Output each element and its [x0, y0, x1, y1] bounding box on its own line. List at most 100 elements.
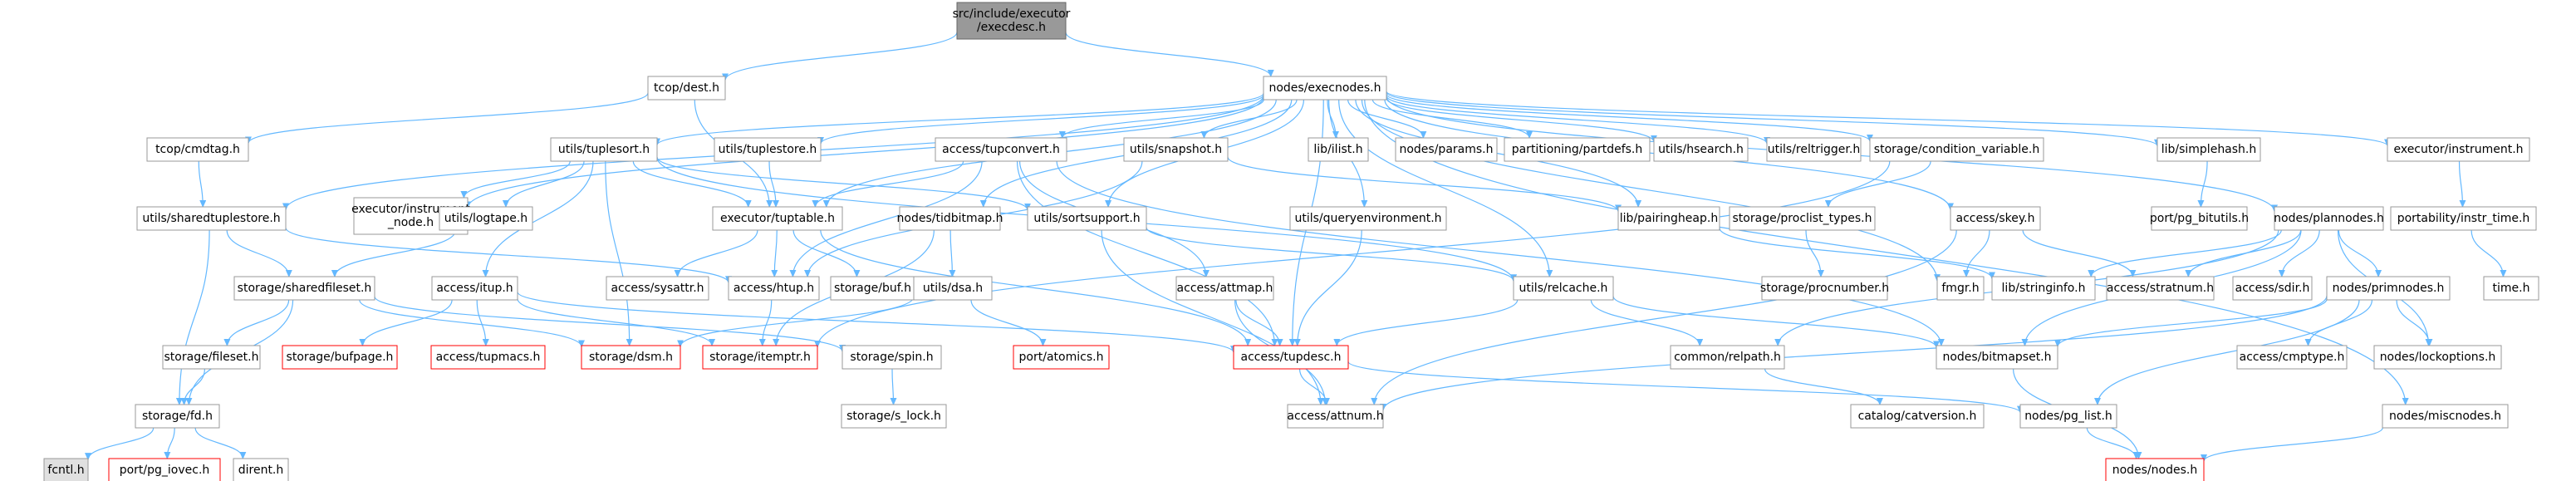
node-fcntl[interactable]: fcntl.h — [43, 458, 89, 481]
node-lib_stringinfo[interactable]: lib/stringinfo.h — [1991, 276, 2096, 301]
node-label-execdesc-1: /execdesc.h — [977, 21, 1046, 34]
node-storage_proclist_types[interactable]: storage/proclist_types.h — [1729, 206, 1876, 231]
edge-utils_relcache-to-nodes_bitmapset — [1612, 296, 1940, 349]
node-tcop_cmdtag[interactable]: tcop/cmdtag.h — [146, 137, 249, 162]
node-storage_spin[interactable]: storage/spin.h — [841, 345, 942, 370]
node-access_tupdesc[interactable]: access/tupdesc.h — [1233, 345, 1349, 370]
node-port_pg_iovec[interactable]: port/pg_iovec.h — [108, 458, 221, 481]
node-nodes_params[interactable]: nodes/params.h — [1395, 137, 1498, 162]
edge-access_skey-to-access_stratnum — [2022, 229, 2137, 277]
node-storage_procnumber[interactable]: storage/procnumber.h — [1760, 276, 1889, 301]
node-box-tcop_dest — [647, 76, 726, 101]
node-utils_tuplesort[interactable]: utils/tuplesort.h — [550, 137, 658, 162]
node-utils_logtape[interactable]: utils/logtape.h — [439, 206, 533, 231]
node-box-storage_s_lock — [841, 404, 947, 429]
node-tcop_dest[interactable]: tcop/dest.h — [647, 76, 726, 101]
node-access_tupmacs[interactable]: access/tupmacs.h — [430, 345, 546, 370]
node-box-catalog_catversion — [1850, 404, 1985, 429]
node-label-storage_sharedfileset-0: storage/sharedfileset.h — [238, 282, 372, 295]
node-nodes_nodes[interactable]: nodes/nodes.h — [2105, 458, 2205, 481]
node-access_stratnum[interactable]: access/stratnum.h — [2106, 276, 2215, 301]
node-label-access_itup-0: access/itup.h — [436, 282, 513, 295]
edge-nodes_execnodes-to-fmgr — [1361, 99, 1941, 282]
node-storage_dsm[interactable]: storage/dsm.h — [581, 345, 681, 370]
node-utils_hsearch[interactable]: utils/hsearch.h — [1653, 137, 1749, 162]
node-box-access_cmptype — [2236, 345, 2348, 370]
node-utils_dsa[interactable]: utils/dsa.h — [913, 276, 993, 301]
node-nodes_bitmapset[interactable]: nodes/bitmapset.h — [1936, 345, 2058, 370]
edge-access_skey-to-access_attnum — [1371, 229, 1957, 405]
node-lib_simplehash[interactable]: lib/simplehash.h — [2156, 137, 2261, 162]
node-utils_snapshot[interactable]: utils/snapshot.h — [1123, 137, 1229, 162]
node-executor_tuptable[interactable]: executor/tuptable.h — [712, 206, 843, 231]
node-access_itup[interactable]: access/itup.h — [431, 276, 518, 301]
node-box-fcntl — [43, 458, 89, 481]
node-executor_instrument[interactable]: executor/instrument.h — [2387, 137, 2530, 162]
edge-utils_tuplesort-to-utils_sortsupport — [656, 156, 1031, 211]
node-label-execdesc-0: src/include/executor — [953, 7, 1071, 21]
node-box-access_itup — [431, 276, 518, 301]
node-portability_instr_time[interactable]: portability/instr_time.h — [2390, 206, 2537, 231]
node-lib_pairingheap[interactable]: lib/pairingheap.h — [1617, 206, 1720, 231]
node-storage_sharedfileset[interactable]: storage/sharedfileset.h — [233, 276, 375, 301]
node-nodes_tidbitmap[interactable]: nodes/tidbitmap.h — [897, 206, 1003, 231]
node-storage_condition_variable[interactable]: storage/condition_variable.h — [1869, 137, 2044, 162]
node-utils_sortsupport[interactable]: utils/sortsupport.h — [1027, 206, 1147, 231]
node-storage_buf[interactable]: storage/buf.h — [830, 276, 915, 301]
node-utils_reltrigger[interactable]: utils/reltrigger.h — [1766, 137, 1862, 162]
node-storage_itemptr[interactable]: storage/itemptr.h — [702, 345, 818, 370]
node-storage_fd[interactable]: storage/fd.h — [135, 404, 220, 429]
node-access_sysattr[interactable]: access/sysattr.h — [606, 276, 709, 301]
node-storage_s_lock[interactable]: storage/s_lock.h — [841, 404, 947, 429]
node-storage_fileset[interactable]: storage/fileset.h — [162, 345, 261, 370]
node-partitioning_partdefs[interactable]: partitioning/partdefs.h — [1504, 137, 1651, 162]
node-box-utils_reltrigger — [1766, 137, 1862, 162]
node-nodes_miscnodes[interactable]: nodes/miscnodes.h — [2382, 404, 2509, 429]
node-access_skey[interactable]: access/skey.h — [1950, 206, 2041, 231]
node-box-utils_sortsupport — [1027, 206, 1147, 231]
node-lib_ilist[interactable]: lib/ilist.h — [1308, 137, 1369, 162]
node-common_relpath[interactable]: common/relpath.h — [1670, 345, 1785, 370]
node-box-nodes_plannodes — [2274, 206, 2384, 231]
node-box-storage_bufpage — [282, 345, 398, 370]
node-nodes_plannodes[interactable]: nodes/plannodes.h — [2274, 206, 2384, 231]
node-box-dirent — [233, 458, 289, 481]
node-access_htup[interactable]: access/htup.h — [728, 276, 820, 301]
node-access_attmap[interactable]: access/attmap.h — [1175, 276, 1274, 301]
node-access_cmptype[interactable]: access/cmptype.h — [2236, 345, 2348, 370]
node-label-access_skey-0: access/skey.h — [1955, 212, 2034, 225]
edge-storage_fd-to-port_pg_iovec — [164, 427, 175, 459]
node-utils_tuplestore[interactable]: utils/tuplestore.h — [714, 137, 822, 162]
edge-nodes_primnodes-to-nodes_lockoptions — [2396, 299, 2433, 346]
node-access_sdir[interactable]: access/sdir.h — [2232, 276, 2313, 301]
node-utils_relcache[interactable]: utils/relcache.h — [1513, 276, 1614, 301]
node-nodes_execnodes[interactable]: nodes/execnodes.h — [1263, 76, 1387, 101]
node-nodes_pg_list[interactable]: nodes/pg_list.h — [2019, 404, 2117, 429]
edge-storage_fileset-to-storage_fd — [180, 368, 206, 405]
edge-access_tupdesc-to-access_attnum — [1298, 368, 1330, 405]
node-access_attnum[interactable]: access/attnum.h — [1287, 404, 1384, 429]
node-box-lib_pairingheap — [1617, 206, 1720, 231]
edge-utils_tuplestore-to-executor_tuptable — [768, 160, 779, 208]
node-utils_sharedtuplestore[interactable]: utils/sharedtuplestore.h — [136, 206, 287, 231]
edge-access_tupconvert-to-executor_tuptable — [812, 160, 964, 208]
node-fmgr[interactable]: fmgr.h — [1936, 276, 1985, 301]
node-dirent[interactable]: dirent.h — [233, 458, 289, 481]
node-utils_queryenvironment[interactable]: utils/queryenvironment.h — [1289, 206, 1447, 231]
node-time[interactable]: time.h — [2483, 276, 2539, 301]
node-nodes_lockoptions[interactable]: nodes/lockoptions.h — [2373, 345, 2502, 370]
node-label-access_attmap-0: access/attmap.h — [1177, 282, 1273, 295]
node-label-nodes_bitmapset-0: nodes/bitmapset.h — [1942, 351, 2051, 364]
node-label-port_pg_bitutils-0: port/pg_bitutils.h — [2150, 212, 2249, 225]
node-storage_bufpage[interactable]: storage/bufpage.h — [282, 345, 398, 370]
node-label-executor_tuptable-0: executor/tuptable.h — [720, 212, 835, 225]
edge-nodes_primnodes-to-access_attnum — [1380, 295, 2328, 412]
node-nodes_primnodes[interactable]: nodes/primnodes.h — [2326, 276, 2451, 301]
node-port_atomics[interactable]: port/atomics.h — [1013, 345, 1110, 370]
node-port_pg_bitutils[interactable]: port/pg_bitutils.h — [2150, 206, 2249, 231]
edge-executor_instrument-to-portability_instr_time — [2458, 160, 2466, 208]
edge-access_itup-to-storage_itemptr — [517, 298, 715, 346]
node-catalog_catversion[interactable]: catalog/catversion.h — [1850, 404, 1985, 429]
node-access_tupconvert[interactable]: access/tupconvert.h — [935, 137, 1067, 162]
